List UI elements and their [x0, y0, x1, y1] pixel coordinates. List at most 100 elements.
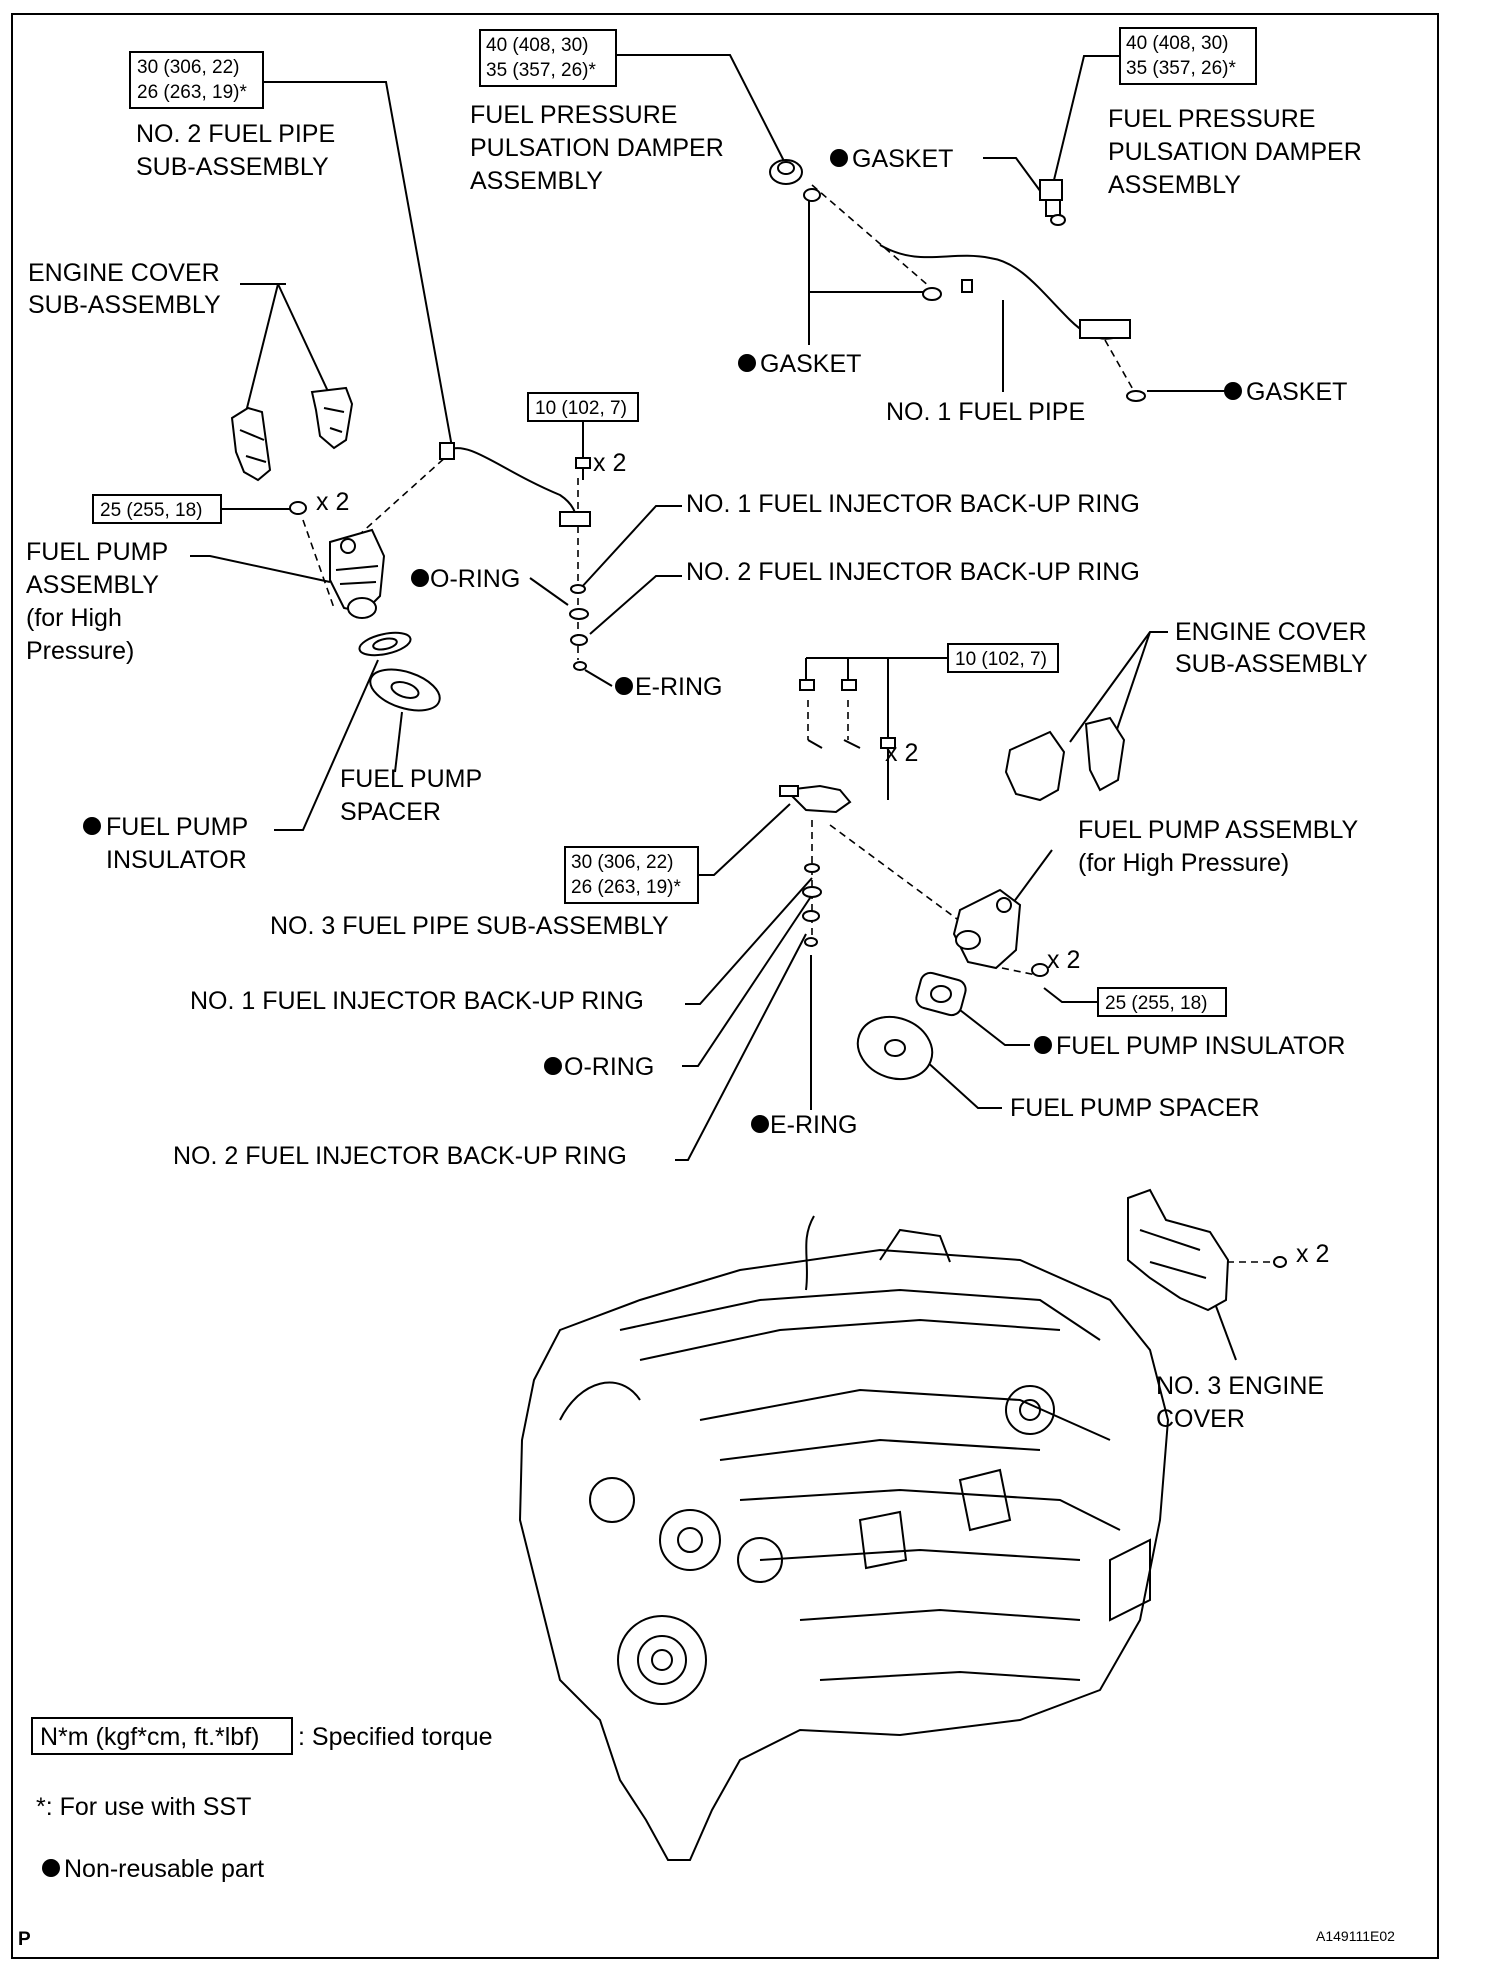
svg-text:35 (357, 26)*: 35 (357, 26)* [486, 60, 596, 81]
svg-text:SUB-ASSEMBLY: SUB-ASSEMBLY [136, 153, 329, 181]
svg-text:FUEL PRESSURE: FUEL PRESSURE [1108, 105, 1315, 133]
svg-text:INSULATOR: INSULATOR [106, 846, 247, 874]
svg-text:ENGINE COVER: ENGINE COVER [28, 259, 220, 287]
svg-text:PULSATION DAMPER: PULSATION DAMPER [470, 134, 724, 162]
label-no3-engine-cover: NO. 3 ENGINE COVER [1156, 1372, 1324, 1433]
svg-text:SPACER: SPACER [340, 798, 441, 826]
engine-cover-right-part-a [1004, 730, 1066, 802]
engine-cover-right-part-b [1084, 716, 1126, 792]
svg-text:COVER: COVER [1156, 1405, 1245, 1433]
svg-text:26 (263, 19)*: 26 (263, 19)* [571, 877, 681, 898]
fuel-pump-insulator-right-part [915, 971, 967, 1017]
engine-block-illustration [518, 1215, 1170, 1861]
svg-text:PULSATION DAMPER: PULSATION DAMPER [1108, 138, 1362, 166]
svg-text:E-RING: E-RING [635, 673, 723, 701]
label-insulator-right: FUEL PUMP INSULATOR [1034, 1032, 1345, 1060]
legend-torque-box: N*m (kgf*cm, ft.*lbf) [40, 1723, 259, 1751]
page-frame [11, 13, 1439, 1959]
no2-fuel-pipe-part [439, 442, 591, 527]
damper-right-part [1039, 179, 1066, 226]
label-no3-fuel-pipe: NO. 3 FUEL PIPE SUB-ASSEMBLY [270, 912, 669, 940]
svg-text:FUEL PUMP: FUEL PUMP [26, 538, 168, 566]
figure-code: A149111E02 [1316, 1928, 1395, 1944]
legend: N*m (kgf*cm, ft.*lbf) : Specified torque… [31, 1717, 493, 1883]
label-gasket-mid: GASKET [738, 350, 861, 378]
torque-box-no2-pipe: 30 (306, 22) 26 (263, 19)* [129, 51, 264, 109]
label-engine-cover-left: ENGINE COVER SUB-ASSEMBLY [28, 259, 221, 319]
engine-cover-left-part-a [230, 406, 272, 482]
svg-text:SUB-ASSEMBLY: SUB-ASSEMBLY [1175, 650, 1368, 678]
ring-stack-top [569, 584, 589, 671]
fuel-pump-spacer-right-part [856, 1015, 934, 1081]
no1-fuel-pipe-part [879, 244, 1146, 402]
svg-text:ASSEMBLY: ASSEMBLY [470, 167, 603, 195]
svg-text:ASSEMBLY: ASSEMBLY [1108, 171, 1241, 199]
qty-x2-cover-bolt: x 2 [1296, 1240, 1329, 1268]
torque-box-no3-pipe: 30 (306, 22) 26 (263, 19)* [564, 846, 699, 904]
svg-text:40 (408, 30): 40 (408, 30) [486, 35, 588, 56]
svg-text:ENGINE COVER: ENGINE COVER [1175, 618, 1367, 646]
torque-box-left-bolt: 10 (102, 7) [527, 392, 639, 422]
label-gasket-top: GASKET [830, 145, 953, 173]
label-no1-fuel-pipe: NO. 1 FUEL PIPE [886, 398, 1085, 426]
engine-cover-left-part-b [310, 386, 354, 450]
footer-left-mark: P [18, 1929, 31, 1950]
svg-text:FUEL PUMP INSULATOR: FUEL PUMP INSULATOR [1056, 1032, 1345, 1060]
svg-text:NO. 2 FUEL PIPE: NO. 2 FUEL PIPE [136, 120, 335, 148]
fuel-pump-insulator-left-part [358, 631, 412, 657]
label-no2-fuel-pipe: NO. 2 FUEL PIPE SUB-ASSEMBLY [136, 120, 335, 181]
fuel-pump-right-part [952, 888, 1022, 970]
no3-engine-cover-part [1127, 1188, 1287, 1312]
legend-non-reusable: Non-reusable part [64, 1855, 264, 1883]
label-oring-top: O-RING [411, 565, 520, 593]
bolts-right-part [799, 679, 896, 749]
svg-text:GASKET: GASKET [760, 350, 861, 378]
svg-text:10 (102, 7): 10 (102, 7) [535, 398, 627, 419]
svg-text:O-RING: O-RING [564, 1053, 654, 1081]
torque-box-right-pump: 25 (255, 18) [1097, 987, 1227, 1017]
svg-text:26 (263, 19)*: 26 (263, 19)* [137, 82, 247, 103]
ring-stack-bottom [802, 863, 822, 947]
no3-fuel-pipe-part [779, 784, 852, 814]
label-insulator-left: FUEL PUMP INSULATOR [83, 813, 248, 874]
qty-x2-left-bolt: x 2 [593, 449, 626, 477]
label-backup2-bottom: NO. 2 FUEL INJECTOR BACK-UP RING [173, 1142, 627, 1170]
label-backup1-bottom: NO. 1 FUEL INJECTOR BACK-UP RING [190, 987, 644, 1015]
svg-text:40 (408, 30): 40 (408, 30) [1126, 33, 1228, 54]
label-spacer-right: FUEL PUMP SPACER [1010, 1094, 1260, 1122]
svg-text:30 (306, 22): 30 (306, 22) [571, 852, 673, 873]
legend-torque-text: : Specified torque [298, 1723, 493, 1751]
label-fuel-pump-left: FUEL PUMP ASSEMBLY (for High Pressure) [26, 538, 168, 665]
legend-sst: *: For use with SST [36, 1793, 251, 1821]
label-engine-cover-right: ENGINE COVER SUB-ASSEMBLY [1175, 618, 1368, 678]
svg-text:25 (255, 18): 25 (255, 18) [1105, 993, 1207, 1014]
svg-text:30 (306, 22): 30 (306, 22) [137, 57, 239, 78]
svg-text:FUEL PRESSURE: FUEL PRESSURE [470, 101, 677, 129]
nut-right-part [1031, 963, 1049, 977]
svg-text:SUB-ASSEMBLY: SUB-ASSEMBLY [28, 291, 221, 319]
svg-text:(for High Pressure): (for High Pressure) [1078, 849, 1289, 877]
svg-text:GASKET: GASKET [1246, 378, 1347, 406]
torque-box-damper-right: 40 (408, 30) 35 (357, 26)* [1119, 27, 1257, 85]
svg-text:FUEL PUMP ASSEMBLY: FUEL PUMP ASSEMBLY [1078, 816, 1359, 844]
label-backup1-top: NO. 1 FUEL INJECTOR BACK-UP RING [686, 490, 1140, 518]
svg-text:FUEL PUMP: FUEL PUMP [340, 765, 482, 793]
label-ering-top: E-RING [615, 673, 723, 701]
svg-text:10 (102, 7): 10 (102, 7) [955, 649, 1047, 670]
svg-text:25 (255, 18): 25 (255, 18) [100, 500, 202, 521]
torque-box-left-pump: 25 (255, 18) [92, 494, 222, 524]
label-spacer-left: FUEL PUMP SPACER [340, 765, 482, 826]
label-damper-left: FUEL PRESSURE PULSATION DAMPER ASSEMBLY [470, 101, 724, 195]
svg-text:Pressure): Pressure) [26, 637, 134, 665]
fuel-pump-spacer-left-part [369, 668, 441, 712]
torque-box-right-bolt: 10 (102, 7) [947, 643, 1059, 673]
nut-left-part [289, 501, 307, 515]
svg-text:FUEL PUMP: FUEL PUMP [106, 813, 248, 841]
bolt-left-part [575, 457, 591, 480]
label-fuel-pump-right: FUEL PUMP ASSEMBLY (for High Pressure) [1078, 816, 1359, 877]
label-oring-bottom: O-RING [544, 1053, 654, 1081]
damper-left-part [769, 159, 821, 202]
svg-text:ASSEMBLY: ASSEMBLY [26, 571, 159, 599]
label-ering-bottom: E-RING [751, 1111, 858, 1139]
